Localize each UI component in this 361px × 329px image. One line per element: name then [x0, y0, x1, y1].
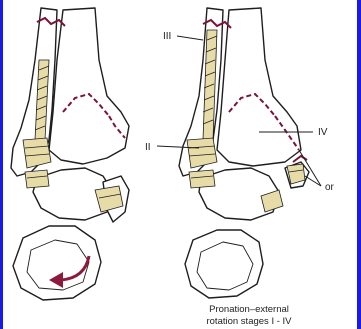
right-tibia [217, 8, 301, 166]
right-calcaneus [185, 230, 263, 298]
left-tibia [49, 8, 129, 164]
label-or: or [325, 182, 335, 193]
label-stage-4: IV [318, 127, 328, 138]
caption-line-1: Pronation–external [209, 304, 289, 315]
caption-line-2: rotation stages I - IV [206, 316, 292, 327]
diagram-panel: III II IV or Pronation–external rotation… [3, 0, 357, 329]
label-stage-3: III [163, 31, 171, 42]
label-stage-2: II [145, 142, 151, 153]
ankle-fracture-illustration: III II IV or Pronation–external rotation… [3, 0, 357, 329]
